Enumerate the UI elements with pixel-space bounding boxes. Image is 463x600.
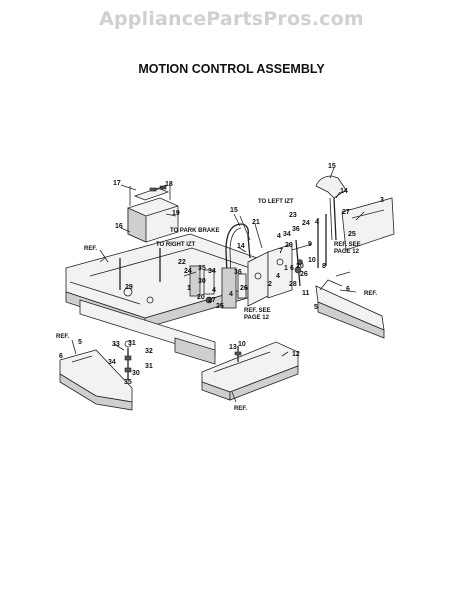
callout-5-right: 5 — [314, 304, 318, 311]
callout-32: 32 — [145, 348, 153, 355]
callout-26-right: 26 — [300, 271, 308, 278]
callout-4-center: 4 — [212, 287, 216, 294]
callout-27-center: 27 — [208, 297, 216, 304]
callout-23: 23 — [289, 212, 297, 219]
callout-page-12-right: PAGE 12 — [334, 249, 360, 255]
callout-4-right: 4 — [315, 219, 319, 226]
callout-ref-see-center: REF. SEE — [244, 308, 271, 314]
lever-arm-right — [315, 175, 347, 268]
control-bracket — [247, 239, 313, 307]
callout-ref-frame: REF. — [84, 246, 97, 252]
callout-13: 13 — [229, 344, 237, 351]
bottom-panel-right — [201, 341, 299, 401]
callout-ref-bottom: REF. — [234, 406, 247, 412]
callout-11: 11 — [302, 290, 310, 297]
callout-31-upper: 31 — [128, 340, 136, 347]
linkage-lower-left — [124, 340, 242, 380]
callout-4-mid: 4 — [277, 233, 281, 240]
callout-8: 8 — [322, 263, 326, 270]
callout-2: 2 — [268, 281, 272, 288]
callout-15-right: 15 — [328, 163, 336, 170]
callout-15-center: 15 — [230, 207, 238, 214]
bottom-panel-left — [59, 349, 133, 411]
callout-30-center: 30 — [198, 278, 206, 285]
callout-34-center: 34 — [208, 268, 216, 275]
callout-6-mid: 6 — [290, 265, 294, 272]
callout-18: 18 — [165, 181, 173, 188]
callout-5-left: 5 — [78, 339, 82, 346]
callout-9: 9 — [308, 241, 312, 248]
callout-31-lower: 31 — [145, 363, 153, 370]
lever-arm-center — [221, 215, 251, 309]
callout-29: 29 — [125, 284, 133, 291]
diagram-title: MOTION CONTROL ASSEMBLY — [138, 62, 325, 76]
callout-36-center: 36 — [234, 269, 242, 276]
callout-1-right: 1 — [284, 265, 288, 272]
callout-14-right: 14 — [340, 188, 348, 195]
callout-35-left: 35 — [124, 379, 132, 386]
callout-14-center: 14 — [237, 243, 245, 250]
callout-26-center: 26 — [240, 285, 248, 292]
callout-3: 3 — [380, 197, 384, 204]
callout-28-right: 28 — [289, 281, 297, 288]
callout-25-right: 25 — [348, 231, 356, 238]
callout-24-right: 24 — [302, 220, 310, 227]
callout-30-left: 30 — [132, 370, 140, 377]
linkage-center-left — [183, 265, 215, 304]
callout-6-left: 6 — [59, 353, 63, 360]
callout-page-12-center: PAGE 12 — [244, 315, 270, 321]
callout-4-lower: 4 — [229, 291, 233, 298]
callout-to-park-brake: TO PARK BRAKE — [170, 228, 219, 234]
watermark: AppliancePartsPros.com — [99, 8, 364, 30]
callout-27-right: 27 — [342, 209, 350, 216]
callout-6-right: 6 — [346, 286, 350, 293]
callout-ref-right: REF. — [364, 291, 377, 297]
callout-25-center: 25 — [216, 303, 224, 310]
callout-7: 7 — [279, 248, 283, 255]
callout-19: 19 — [172, 210, 180, 217]
callout-35-center: 35 — [198, 265, 206, 272]
callout-4-right-low: 4 — [276, 273, 280, 280]
callout-ref-left-panel: REF. — [56, 334, 69, 340]
callout-20-center: 20 — [197, 294, 205, 301]
callout-1-left: 1 — [187, 285, 191, 292]
callout-34-left: 34 — [108, 359, 116, 366]
callout-ref-see-right: REF. SEE — [334, 242, 361, 248]
battery — [127, 182, 179, 243]
callout-20-mid: 20 — [285, 242, 293, 249]
leader-lines — [71, 167, 365, 403]
callout-33: 33 — [112, 341, 120, 348]
callout-to-left-izt: TO LEFT IZT — [258, 199, 294, 205]
side-panel — [341, 197, 395, 251]
callout-to-right-izt: TO RIGHT IZT — [156, 242, 196, 248]
callout-36-right: 36 — [292, 226, 300, 233]
callout-34-mid: 34 — [283, 231, 291, 238]
callout-17: 17 — [113, 180, 121, 187]
callout-24-center: 24 — [184, 268, 192, 275]
callout-labels: 17 18 19 16 15 14 3 27 4 25 TO LEFT IZT … — [56, 163, 384, 412]
callout-20-right: 20 — [296, 263, 304, 270]
callout-21: 21 — [252, 219, 260, 226]
callout-12: 12 — [292, 351, 300, 358]
callout-16: 16 — [115, 223, 123, 230]
right-rail — [315, 279, 385, 339]
callout-22: 22 — [178, 259, 186, 266]
callout-10-right: 10 — [308, 257, 316, 264]
callout-10-lower: 10 — [238, 341, 246, 348]
